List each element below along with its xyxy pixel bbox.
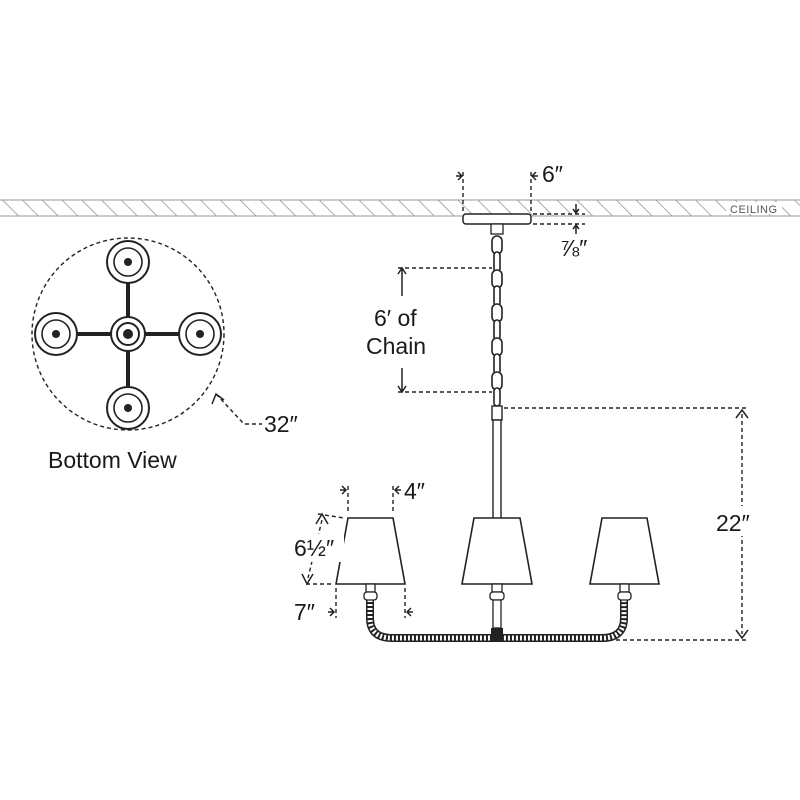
right-lamp bbox=[589, 517, 660, 601]
bottom-view-shade-bottom bbox=[106, 386, 150, 430]
ceiling: CEILING bbox=[0, 199, 800, 217]
bottom-view: 32″ Bottom View bbox=[31, 237, 298, 473]
chain-icon bbox=[491, 235, 503, 407]
stem bbox=[491, 405, 503, 521]
canopy-width-label: 6″ bbox=[542, 161, 563, 187]
chain-length-label-line2: Chain bbox=[366, 333, 426, 359]
overall-height-dimension: 22″ bbox=[504, 407, 772, 641]
shade-top-label: 4″ bbox=[404, 478, 425, 504]
shade-top-dimension: 4″ bbox=[340, 478, 425, 514]
bottom-view-shade-top bbox=[106, 240, 150, 284]
shade-bottom-dimension: 7″ bbox=[294, 588, 413, 625]
ceiling-hatch-icon bbox=[0, 200, 800, 216]
canopy-height-label: ⅞″ bbox=[560, 235, 587, 261]
bottom-view-shade-right bbox=[178, 312, 222, 356]
arms bbox=[366, 600, 628, 642]
canopy-height-dimension: ⅞″ bbox=[533, 204, 587, 261]
lamp-shade-icon bbox=[335, 517, 406, 585]
bottom-view-title: Bottom View bbox=[48, 447, 177, 473]
bottom-view-shade-left bbox=[34, 312, 78, 356]
lamp-shade-icon bbox=[461, 517, 533, 585]
shade-height-label: 6½″ bbox=[294, 535, 334, 561]
overall-height-label: 22″ bbox=[716, 510, 750, 536]
shade-bottom-label: 7″ bbox=[294, 599, 315, 625]
left-lamp bbox=[335, 517, 406, 601]
canopy-width-dimension: 6″ bbox=[456, 161, 563, 212]
chain-length-dimension: 6′ of Chain bbox=[366, 266, 492, 394]
lamp-shade-icon bbox=[589, 517, 660, 585]
diameter-label: 32″ bbox=[264, 411, 298, 437]
center-lamp bbox=[461, 517, 533, 629]
shade-height-dimension: 6½″ bbox=[292, 512, 345, 586]
ceiling-label: CEILING bbox=[730, 204, 778, 216]
chain-length-label-line1: 6′ of bbox=[374, 305, 417, 331]
canopy bbox=[462, 213, 532, 235]
